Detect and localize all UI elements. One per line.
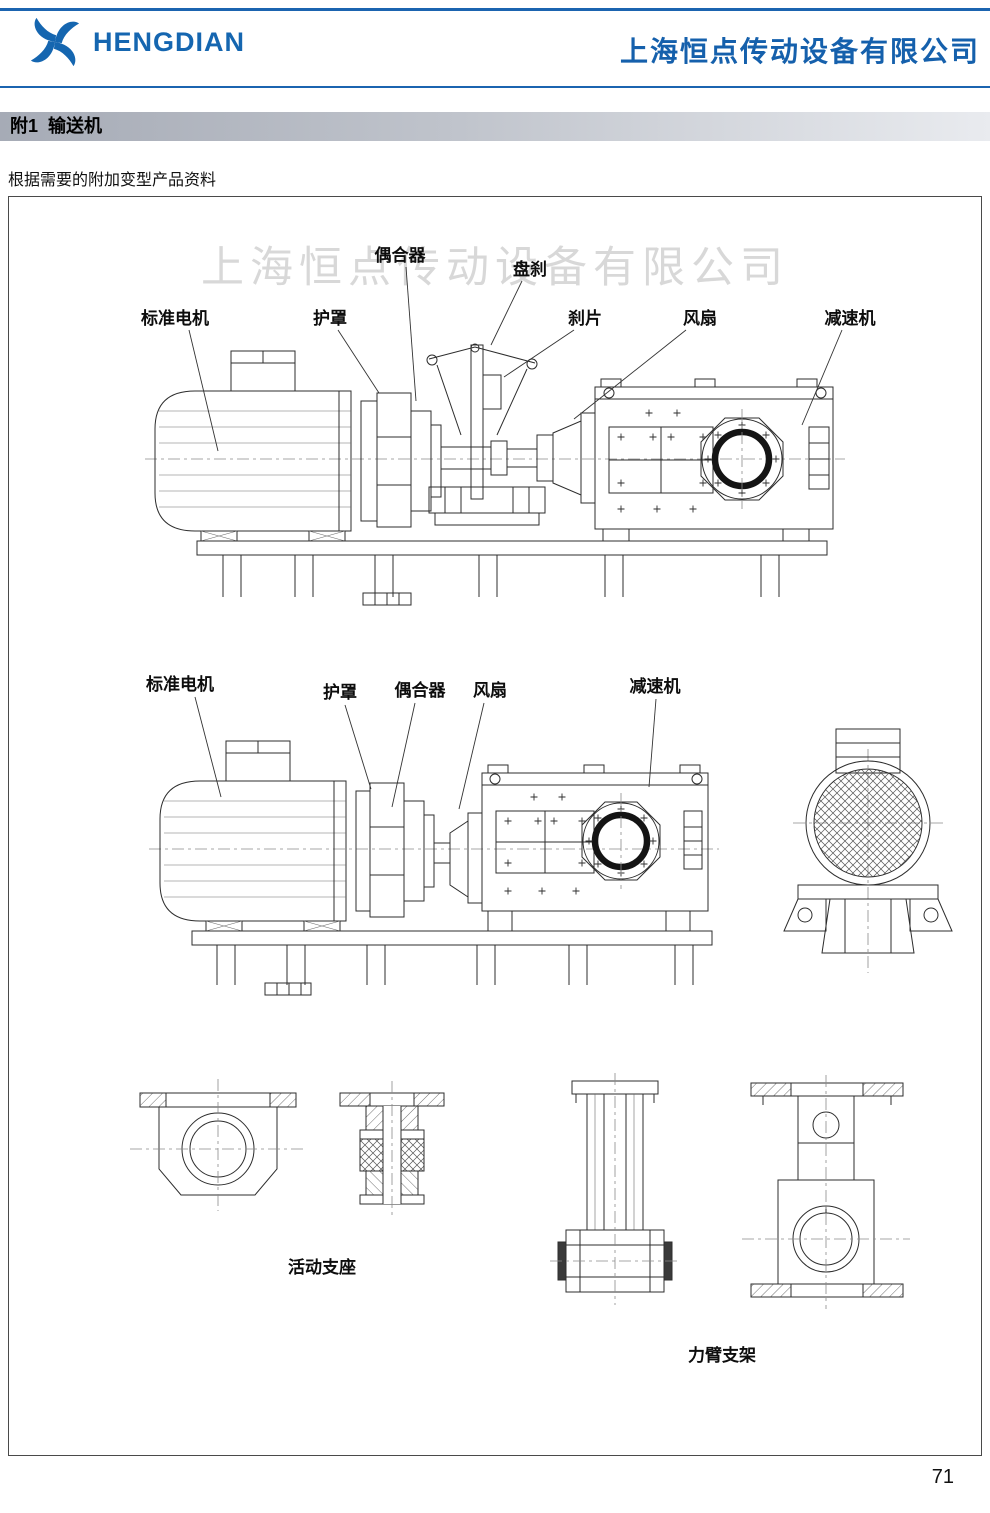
fan-grille: [813, 768, 923, 878]
label-fan: 风扇: [683, 308, 717, 328]
base-frame-drawing: [196, 540, 828, 606]
movable-support-front-drawing: [130, 1079, 306, 1211]
label-motor: 标准电机: [146, 674, 214, 694]
disc-brake-drawing: [426, 343, 546, 526]
label-motor: 标准电机: [141, 308, 209, 328]
label-guard: 护罩: [313, 308, 347, 328]
coupling-guard-drawing: [355, 782, 435, 918]
base-frame-drawing: [191, 930, 713, 996]
section-subtitle: 根据需要的附加变型产品资料: [8, 172, 217, 189]
top-view-labels: 偶合器 盘刹 标准电机 护罩 刹片 风扇 减速机: [141, 245, 876, 452]
drawing-area: 上海恒点传动设备有限公司: [8, 196, 982, 1456]
label-torque-arm: 力臂支架: [688, 1345, 756, 1365]
middle-view-labels: 标准电机 护罩 偶合器 风扇 减速机: [146, 674, 681, 810]
movable-support-section-drawing: [339, 1081, 445, 1219]
label-coupling: 偶合器: [375, 245, 427, 265]
torque-arm-front-drawing: [550, 1073, 680, 1305]
company-name: 上海恒点传动设备有限公司: [619, 37, 980, 68]
logo: HENGDIAN: [26, 14, 245, 70]
label-movable-support: 活动支座: [288, 1257, 356, 1277]
logo-icon: [30, 17, 80, 67]
section-title-bar: 附1 输送机: [0, 112, 990, 141]
section-title: 附1 输送机: [10, 116, 103, 136]
label-reducer: 减速机: [825, 308, 876, 328]
middle-assembly-drawing: [149, 740, 719, 996]
gearbox-drawing: [594, 378, 834, 542]
detail-labels: 活动支座 力臂支架: [288, 1257, 756, 1365]
top-assembly-drawing: [145, 343, 845, 606]
motor-drawing: [154, 350, 352, 542]
shaft-coupling-drawing: [440, 412, 596, 504]
label-brake-pad: 刹片: [568, 308, 602, 328]
header-bottom-rule: [0, 86, 990, 88]
label-disc-brake: 盘刹: [513, 259, 547, 279]
label-reducer: 减速机: [630, 676, 681, 696]
technical-drawing: 偶合器 盘刹 标准电机 护罩 刹片 风扇 减速机: [130, 245, 953, 1365]
logo-text: HENGDIAN: [93, 26, 246, 57]
label-fan: 风扇: [473, 680, 507, 700]
watermark: 上海恒点传动设备有限公司: [201, 245, 789, 292]
torque-arm-side-drawing: [742, 1075, 910, 1309]
end-view-drawing: [783, 728, 953, 973]
gearbox-drawing: [481, 764, 709, 932]
header-top-rule: [0, 8, 990, 11]
motor-drawing: [159, 740, 347, 932]
page-number: 71: [931, 1466, 954, 1488]
fan-shaft-drawing: [433, 812, 483, 904]
label-coupling: 偶合器: [395, 680, 447, 700]
label-guard: 护罩: [323, 682, 357, 702]
